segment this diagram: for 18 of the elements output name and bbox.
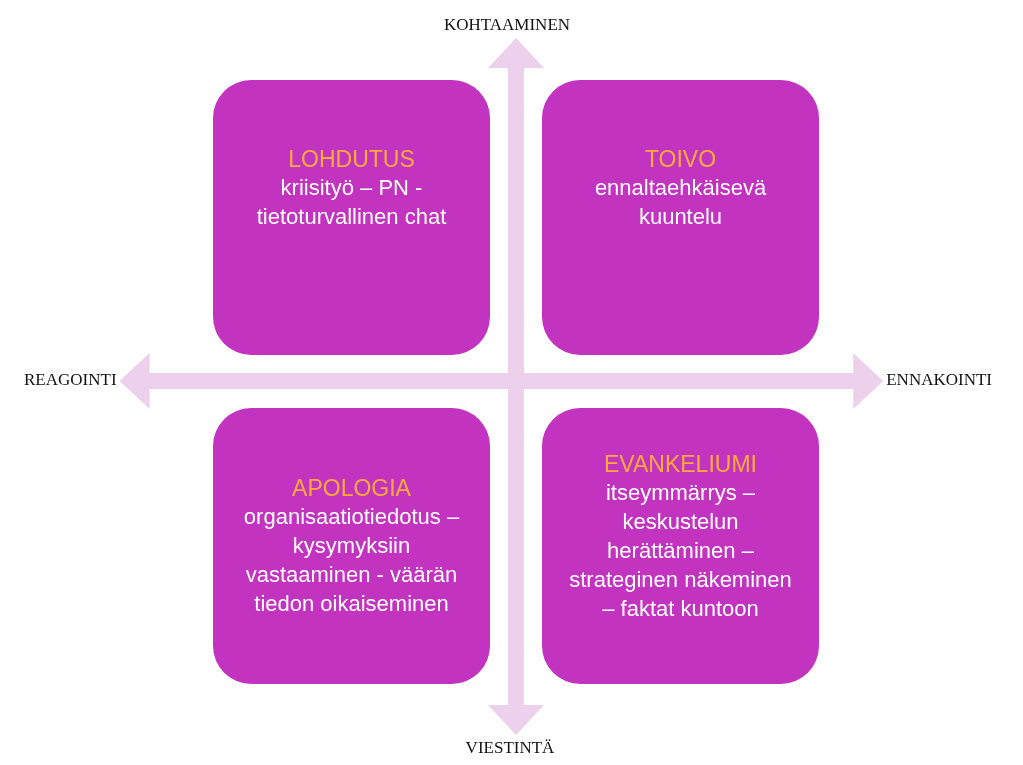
axis-label: REAGOINTI	[24, 370, 117, 390]
quadrant-description: itseymmärrys – keskustelun herättäminen – strateginen näkeminen – faktat kuntoon	[568, 478, 793, 623]
quadrant-title: LOHDUTUS	[288, 144, 415, 173]
quadrant-box	[542, 80, 819, 355]
quadrant-title: APOLOGIA	[292, 474, 411, 502]
quadrant-box	[213, 80, 490, 355]
quadrant-description: ennaltaehkäisevä kuuntelu	[593, 173, 768, 231]
axis-label: ENNAKOINTI	[886, 370, 992, 390]
quadrant-description: organisaatiotiedotus – kysymyksiin vastaaminen - väärän tiedon oikaiseminen	[242, 503, 461, 618]
quadrant-box	[213, 408, 490, 684]
quadrant-box	[542, 408, 819, 684]
quadrant-description: kriisityö – PN - tietoturvallinen chat	[255, 173, 448, 231]
quadrant-title: EVANKELIUMI	[604, 449, 757, 478]
double-arrow	[119, 353, 884, 409]
double-arrow	[488, 38, 544, 735]
axis-label: VIESTINTÄ	[465, 738, 555, 758]
axis-label: KOHTAAMINEN	[443, 15, 571, 35]
quadrant-title: TOIVO	[644, 144, 717, 173]
